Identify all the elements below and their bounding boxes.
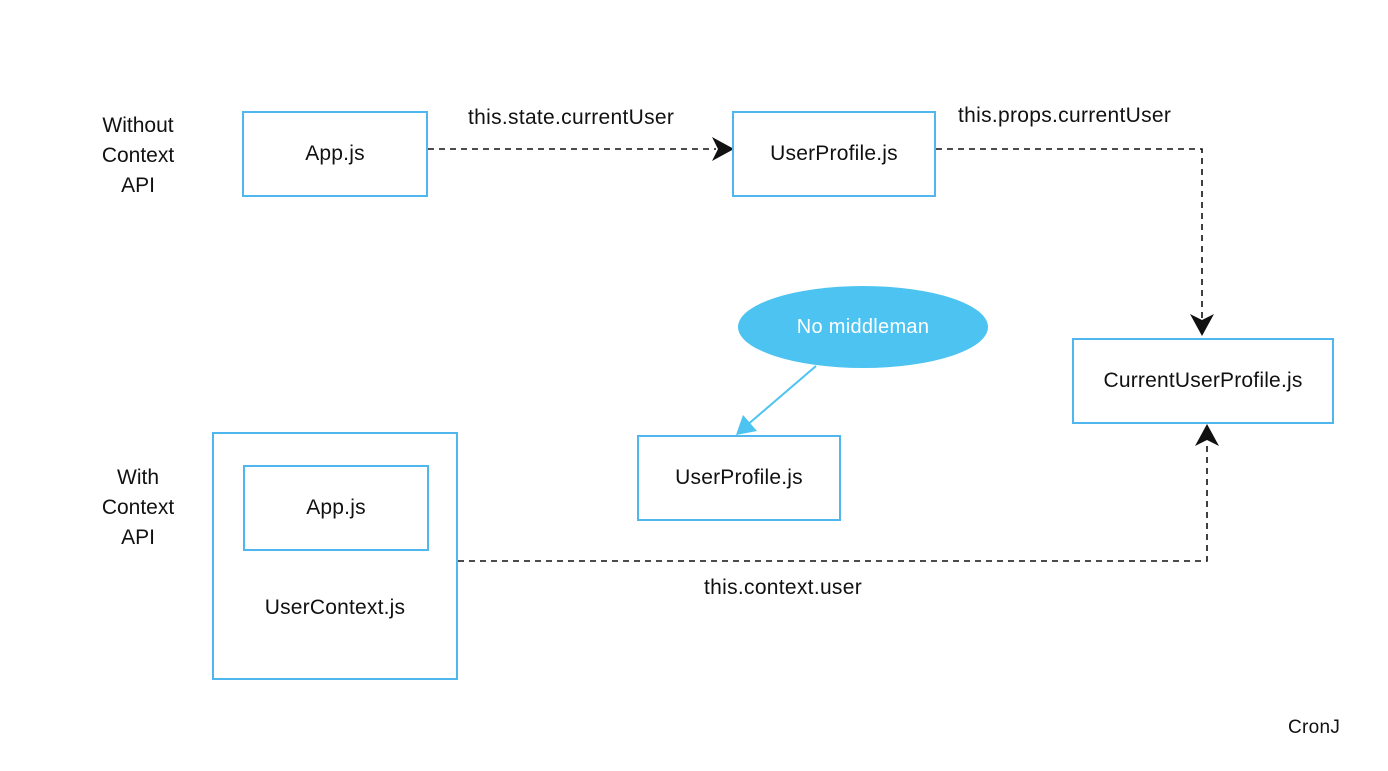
node-app-inner: App.js bbox=[243, 465, 429, 551]
no-middleman-callout: No middleman bbox=[738, 286, 988, 368]
callout-arrow-line bbox=[745, 365, 817, 427]
node-app-top: App.js bbox=[242, 111, 428, 197]
row-label-without-context: Without Context API bbox=[101, 114, 175, 197]
node-userprofile-bottom: UserProfile.js bbox=[637, 435, 841, 521]
row-label-with-context: With Context API bbox=[101, 466, 175, 549]
edge-context-to-current-line bbox=[458, 442, 1208, 562]
edge-context-to-current-arrowhead bbox=[1195, 424, 1219, 446]
edge-app-to-userprofile-arrowhead bbox=[712, 137, 734, 161]
cronj-watermark: CronJ bbox=[1288, 717, 1341, 738]
node-userprofile-top: UserProfile.js bbox=[732, 111, 936, 197]
node-user-context-wrapper: App.js UserContext.js bbox=[212, 432, 458, 680]
node-user-context-label: UserContext.js bbox=[264, 596, 406, 619]
edge-userprofile-to-current-arrowhead bbox=[1190, 314, 1214, 336]
edge-label-context-user: this.context.user bbox=[704, 576, 863, 599]
edge-label-props-current-user: this.props.currentUser bbox=[958, 104, 1172, 127]
edge-label-state-current-user: this.state.currentUser bbox=[468, 106, 675, 129]
edge-userprofile-to-current-line bbox=[936, 148, 1203, 318]
callout-arrowhead bbox=[736, 415, 757, 435]
no-middleman-callout-text: No middleman bbox=[796, 315, 930, 338]
node-current-user-profile: CurrentUserProfile.js bbox=[1072, 338, 1334, 424]
